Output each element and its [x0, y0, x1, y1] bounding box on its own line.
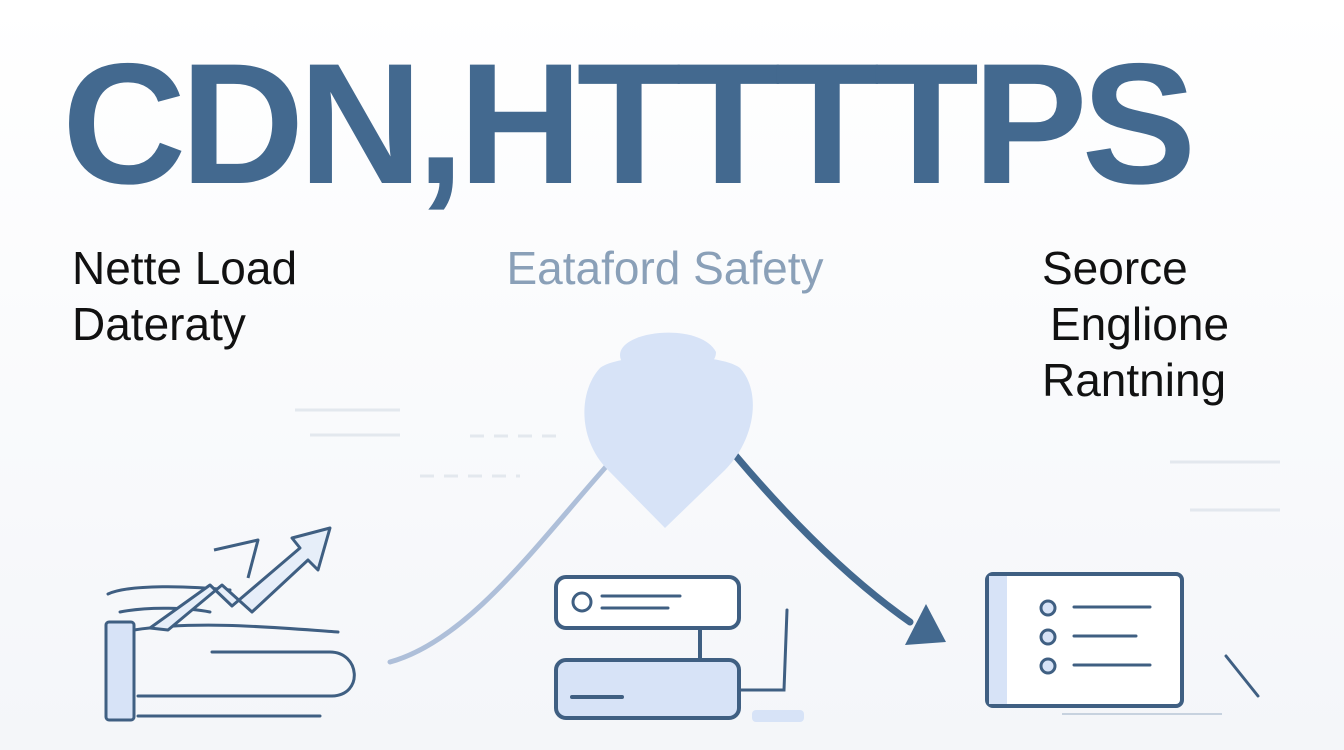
label-left: Nette Load Dateraty: [72, 242, 298, 350]
connector-arrow: [731, 451, 914, 626]
label-right-line-2: Englione: [1050, 298, 1230, 350]
label-right: Seorce Englione Rantning: [1042, 240, 1332, 408]
connector-light: [387, 457, 615, 665]
diagram-title: CDN,HTTTTPS: [62, 28, 1196, 220]
arrow-head: [905, 604, 946, 645]
shield-drop-icon: [584, 332, 753, 528]
label-center: Eataford Safety: [506, 242, 824, 294]
document-list-icon: [985, 572, 1260, 715]
label-right-line-3: Rantning: [1042, 354, 1227, 406]
server-icon: [554, 575, 804, 722]
label-right-line-1: Seorce: [1042, 242, 1188, 294]
upload-chart-icon: [104, 526, 356, 722]
decorative-dashes: [295, 408, 1280, 512]
